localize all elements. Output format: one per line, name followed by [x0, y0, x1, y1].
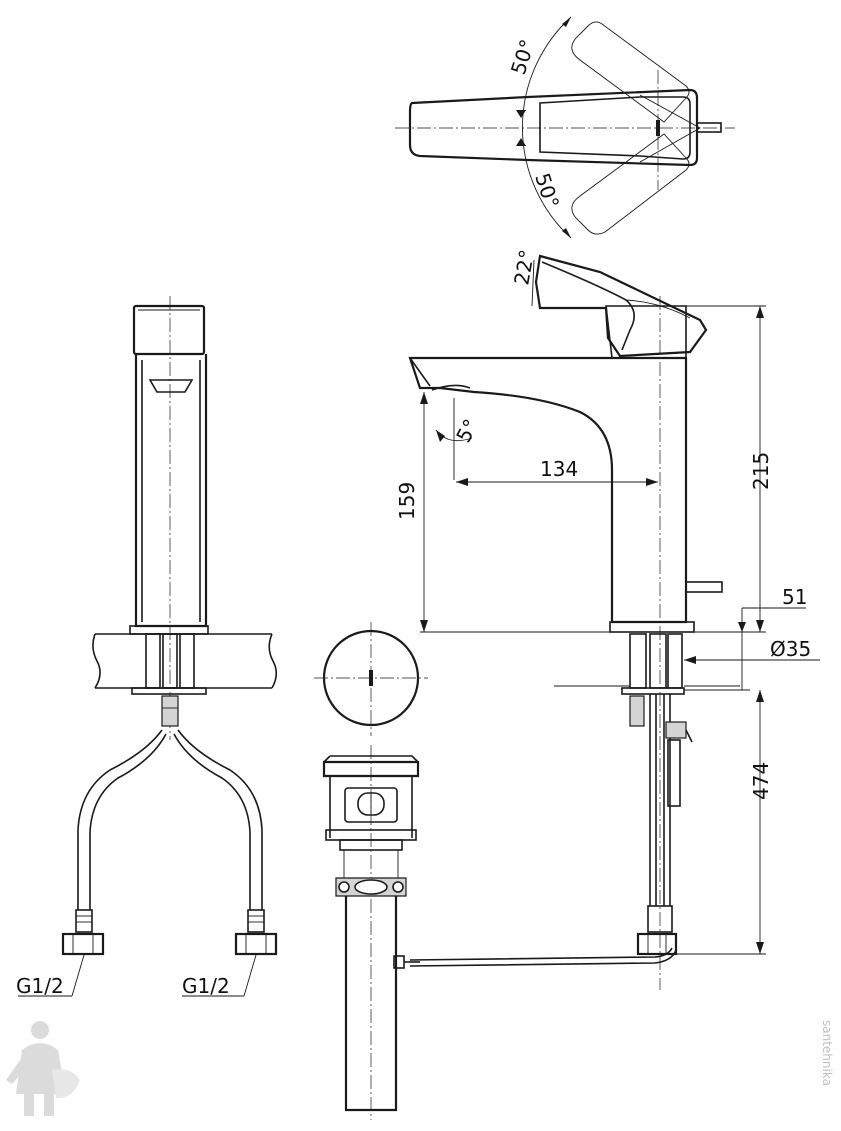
dim-hole-diameter: Ø35: [770, 637, 811, 661]
dim-total-height: 215: [749, 452, 773, 490]
angle-label-spout: 5°: [451, 415, 483, 446]
plumber-mascot-icon: [6, 1021, 80, 1116]
side-view: 5° 22° 134 159 215 51 Ø35: [395, 248, 820, 990]
dim-handle-offset: 51: [782, 585, 807, 609]
front-view: G1/2 G1/2: [16, 296, 278, 998]
thread-label-right: G1/2: [182, 974, 230, 998]
dim-spout-reach: 134: [540, 457, 578, 481]
angle-label-lever: 22°: [509, 248, 539, 287]
dim-hose-length: 474: [749, 762, 773, 800]
dim-spout-height: 159: [395, 482, 419, 520]
angle-label-top: 50°: [506, 36, 540, 77]
popup-waste: [314, 622, 677, 1120]
thread-label-left: G1/2: [16, 974, 64, 998]
angle-label-bottom: 50°: [530, 170, 564, 211]
watermark-text: santehnika: [820, 1020, 834, 1086]
top-view: 50° 50°: [395, 16, 735, 239]
